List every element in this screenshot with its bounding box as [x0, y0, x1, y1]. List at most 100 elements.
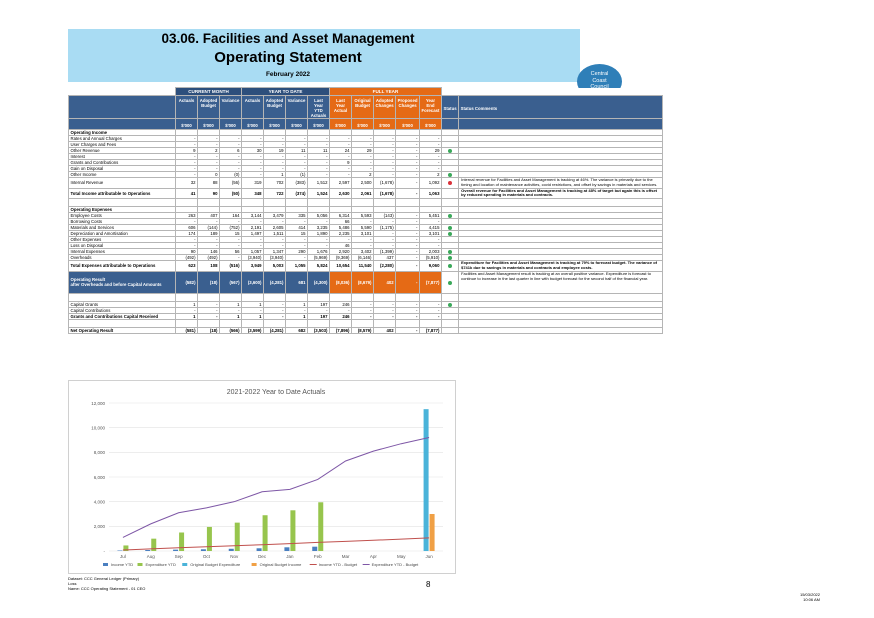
row-label: Net Operating Result	[68, 326, 176, 334]
status-comment: Internal revenue for Facilities and Asse…	[458, 177, 664, 189]
bar	[151, 538, 157, 551]
status-comment: Expenditure for Facilities and Asset Man…	[458, 260, 664, 272]
legend-label: Original Budget Income	[260, 562, 303, 567]
units-blank	[440, 118, 460, 130]
unit-label: $'000	[351, 118, 374, 130]
unit-label: $'000	[197, 118, 220, 130]
row-value: 682	[285, 326, 308, 334]
series-line	[122, 537, 430, 551]
report-code-title: 03.06. Facilities and Asset Management	[161, 31, 415, 46]
spacer-cell	[458, 318, 664, 328]
bar	[234, 522, 240, 551]
column-header-blank	[68, 95, 176, 119]
logo-line-3: Council	[577, 84, 622, 91]
row-value: (8,579)	[351, 326, 374, 334]
x-tick-label: Sep	[175, 554, 184, 559]
spacer-cell	[197, 318, 220, 328]
x-tick-label: Nov	[230, 554, 239, 559]
row-value: -	[372, 171, 397, 178]
column-header: Original Budget	[351, 95, 374, 119]
unit-label: $'000	[307, 118, 330, 130]
row-value: 722	[263, 187, 286, 200]
legend-label: Expenditure YTD - Budget	[372, 562, 420, 567]
row-value: 41	[175, 187, 198, 200]
column-header: Year End Forecast	[418, 95, 442, 119]
row-value: 1,524	[307, 187, 330, 200]
column-header: Variance	[219, 95, 242, 119]
spacer-cell	[241, 318, 264, 328]
spacer-cell	[395, 318, 420, 328]
operating-result-value: (582)	[175, 270, 198, 294]
legend-label: Expenditure YTD	[146, 562, 176, 567]
spacer-cell	[418, 318, 442, 328]
report-period: February 2022	[265, 71, 311, 78]
bar	[179, 532, 185, 551]
row-value: (383)	[285, 177, 308, 189]
row-value: 1,063	[418, 187, 442, 200]
row-value: -	[395, 260, 420, 272]
column-header: Proposed Changes	[395, 95, 420, 119]
row-value: (581)	[175, 326, 198, 334]
status-cell	[440, 187, 460, 200]
row-value: (1,678)	[372, 187, 397, 200]
spacer-cell	[372, 292, 397, 302]
legend-swatch	[182, 563, 188, 566]
status-comment: Overall revenue for Facilities and Asset…	[458, 187, 664, 200]
y-tick-label: 6,000	[94, 475, 106, 480]
spacer-row	[68, 198, 664, 208]
row-value: 702	[263, 177, 286, 189]
spacer-cell	[219, 318, 242, 328]
y-tick-label: 8,000	[94, 450, 106, 455]
row-label: Total Expenses attributable to Operation…	[68, 260, 176, 272]
header-blank	[441, 87, 663, 96]
operating-result-value: (4,300)	[307, 270, 330, 294]
operating-result-value: (8,679)	[351, 270, 374, 294]
status-cell	[440, 171, 460, 178]
status-cell	[440, 260, 460, 272]
row-value: 32	[175, 177, 198, 189]
row-value: 623	[175, 260, 198, 272]
status-comment: Facilities and Asset Management result i…	[458, 270, 664, 294]
column-header: Status Comments	[458, 95, 664, 119]
column-header: Variance	[285, 95, 308, 119]
row-value: 10,654	[329, 260, 352, 272]
row-value: (3,503)	[307, 326, 330, 334]
bar	[123, 545, 129, 551]
x-tick-label: Jul	[120, 554, 126, 559]
x-tick-label: Apr	[370, 554, 378, 559]
spacer-cell	[241, 292, 264, 302]
bar	[206, 526, 212, 551]
operating-result-value: 402	[372, 270, 397, 294]
spacer-cell	[68, 292, 176, 302]
spacer-cell	[175, 318, 198, 328]
spacer-cell	[68, 198, 176, 208]
operating-result-value: (18)	[197, 270, 220, 294]
bar	[290, 510, 296, 551]
legend-label: Original Budget Expenditure	[190, 562, 241, 567]
row-value: -	[395, 187, 420, 200]
status-red-icon	[448, 181, 453, 186]
status-comment	[458, 326, 664, 334]
spacer-cell	[329, 318, 352, 328]
row-value: 348	[241, 187, 264, 200]
x-tick-label: Mar	[342, 554, 350, 559]
spacer-cell	[219, 198, 242, 208]
row-label: Internal Revenue	[68, 177, 176, 189]
status-comment	[458, 254, 664, 262]
operating-result-value: 681	[285, 270, 308, 294]
row-value: 5,824	[307, 260, 330, 272]
spacer-cell	[197, 292, 220, 302]
spacer-cell	[175, 198, 198, 208]
x-tick-label: Jun	[425, 554, 433, 559]
bar	[200, 549, 206, 551]
status-green-icon	[448, 250, 453, 254]
spacer-cell	[372, 318, 397, 328]
operating-result-value: (7,877)	[418, 270, 442, 294]
row-value: 2,500	[351, 177, 374, 189]
row-value: 5,003	[263, 260, 286, 272]
status-green-icon	[448, 302, 453, 307]
